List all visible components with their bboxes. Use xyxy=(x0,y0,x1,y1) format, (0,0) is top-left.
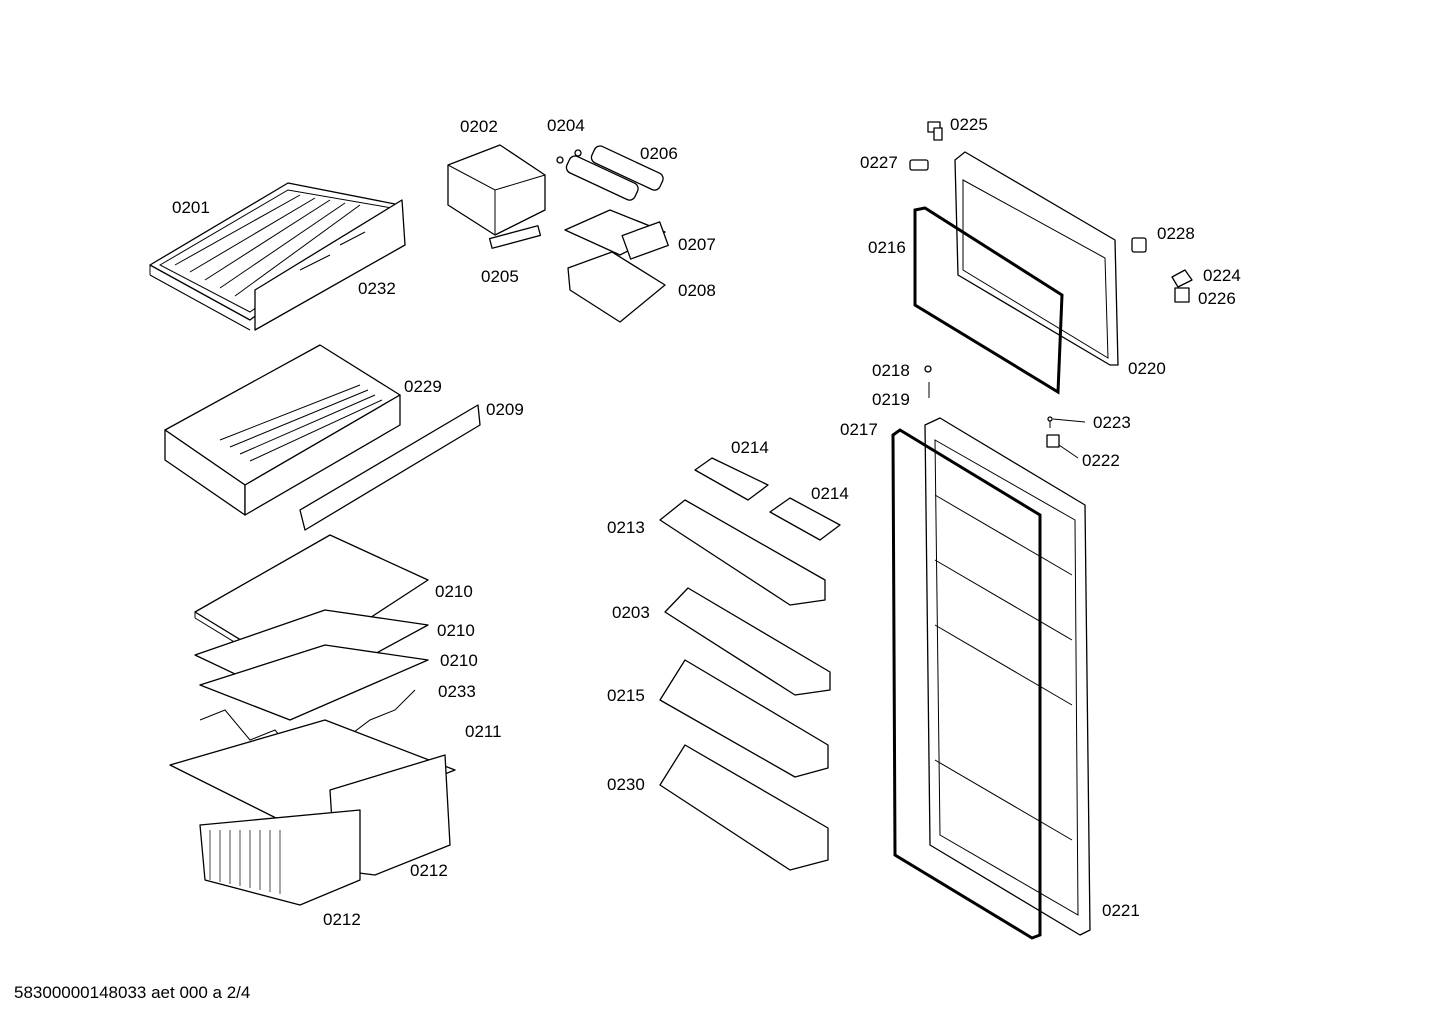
wire-shelf-part xyxy=(149,182,401,331)
main-door-part xyxy=(924,417,1091,936)
part-label-0212-a: 0212 xyxy=(410,861,448,880)
part-label-0207: 0207 xyxy=(678,235,716,254)
main-gasket-part xyxy=(891,428,1042,940)
part-label-0204: 0204 xyxy=(547,116,585,135)
plug-part xyxy=(1174,287,1190,303)
part-label-0224: 0224 xyxy=(1203,266,1241,285)
cap-part xyxy=(909,159,929,171)
part-label-0229: 0229 xyxy=(404,377,442,396)
part-label-0205: 0205 xyxy=(481,267,519,286)
freezer-gasket-part xyxy=(913,206,1064,395)
part-label-0219: 0219 xyxy=(872,390,910,409)
drawer-front-part xyxy=(299,404,481,531)
freezer-door-part xyxy=(954,151,1119,366)
part-label-0218: 0218 xyxy=(872,361,910,380)
part-label-0211: 0211 xyxy=(465,722,502,741)
part-label-0209: 0209 xyxy=(486,400,524,419)
part-label-0214-b: 0214 xyxy=(811,484,849,503)
part-label-0210-c: 0210 xyxy=(440,651,478,670)
document-reference: 58300000148033 aet 000 a 2/4 xyxy=(14,983,251,1002)
part-label-0225: 0225 xyxy=(950,115,988,134)
tray-insert-part xyxy=(564,209,669,260)
part-label-0227: 0227 xyxy=(860,153,898,172)
part-label-0203: 0203 xyxy=(612,603,650,622)
door-shelf-part-d xyxy=(659,744,829,871)
crisper-cover-part xyxy=(169,719,456,831)
glass-shelf-part-3 xyxy=(199,644,429,721)
holder-parts xyxy=(565,145,664,201)
part-label-0213: 0213 xyxy=(607,518,645,537)
part-label-0210-b: 0210 xyxy=(437,621,475,640)
part-label-0232: 0232 xyxy=(358,279,396,298)
tray-part xyxy=(567,251,666,323)
part-label-0221: 0221 xyxy=(1102,901,1140,920)
drawer-part xyxy=(164,344,401,516)
egg-tray-part-2 xyxy=(769,497,841,541)
part-label-0208: 0208 xyxy=(678,281,716,300)
shelf-front-panel-part xyxy=(254,199,406,331)
part-label-0202: 0202 xyxy=(460,117,498,136)
cage-part xyxy=(447,144,546,236)
part-label-0230: 0230 xyxy=(607,775,645,794)
part-label-0233: 0233 xyxy=(438,682,476,701)
hinge-part xyxy=(927,121,943,141)
part-label-0210-a: 0210 xyxy=(435,582,473,601)
bracket-part xyxy=(1131,237,1147,253)
clip-parts xyxy=(556,149,582,164)
part-label-0223: 0223 xyxy=(1093,413,1131,432)
door-shelf-part-c xyxy=(659,659,829,778)
part-label-0201: 0201 xyxy=(172,198,210,217)
crisper-bin-part-front xyxy=(199,809,361,906)
part-label-0228: 0228 xyxy=(1157,224,1195,243)
door-shelf-part-b xyxy=(664,587,831,696)
part-label-0217: 0217 xyxy=(840,420,878,439)
door-shelf-part-a xyxy=(659,499,826,606)
part-label-0206: 0206 xyxy=(640,144,678,163)
part-label-0216: 0216 xyxy=(868,238,906,257)
egg-tray-part-1 xyxy=(694,457,769,501)
stop-part xyxy=(1046,434,1060,448)
part-label-0212-b: 0212 xyxy=(323,910,361,929)
strip-part xyxy=(488,225,542,249)
part-label-0215: 0215 xyxy=(607,686,645,705)
cover-part xyxy=(1171,269,1193,288)
part-label-0226: 0226 xyxy=(1198,289,1236,308)
part-label-0220: 0220 xyxy=(1128,359,1166,378)
part-label-0222: 0222 xyxy=(1082,451,1120,470)
screw-parts xyxy=(924,365,1086,428)
part-label-0214-a: 0214 xyxy=(731,438,769,457)
